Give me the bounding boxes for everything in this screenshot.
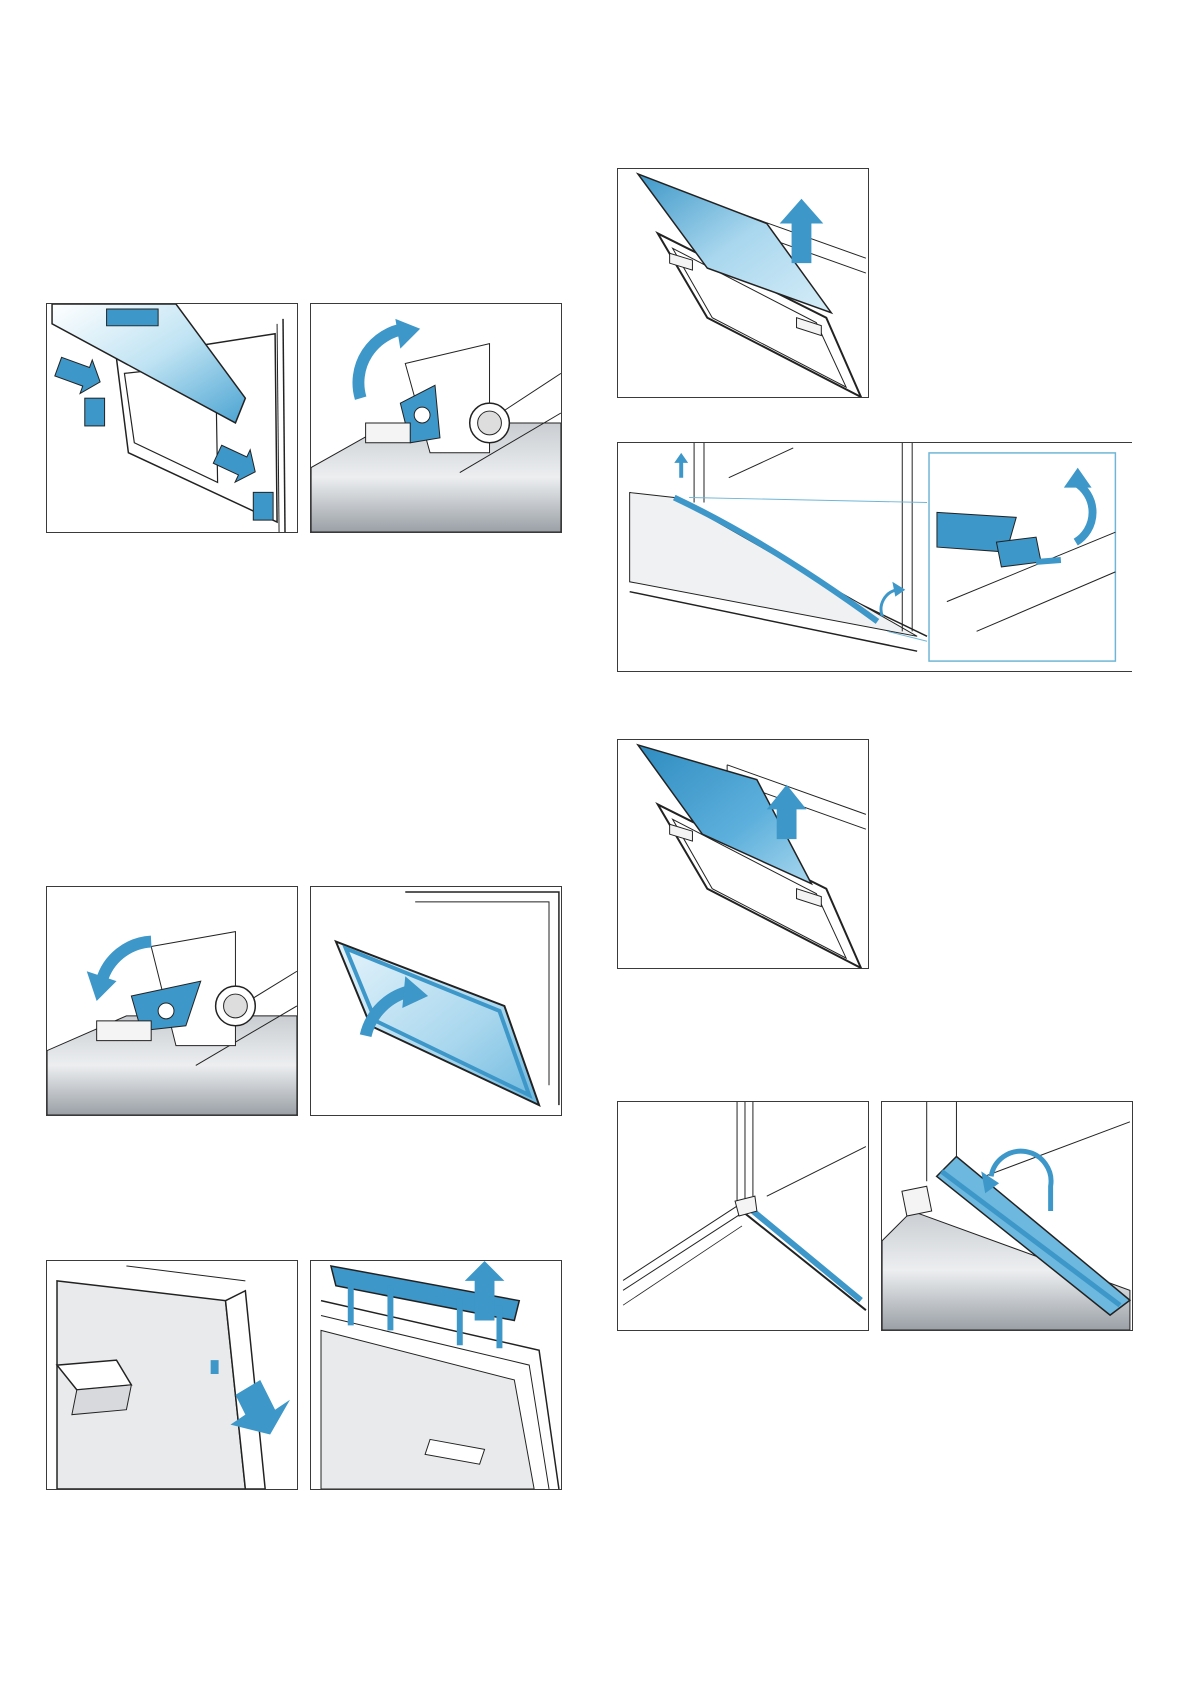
inner-glass-lift-out-icon bbox=[618, 169, 868, 397]
hinge-lever-rotate-up-icon bbox=[311, 304, 561, 532]
door-cover-lift-off-icon bbox=[311, 1261, 561, 1489]
door-cover-clip-on-icon bbox=[882, 1102, 1132, 1330]
inner-glass-insert-icon bbox=[618, 740, 868, 968]
hinge-lever-rotate-down-icon bbox=[47, 887, 297, 1115]
illustration-door-close bbox=[310, 886, 562, 1116]
illustration-inner-glass-lift bbox=[617, 168, 869, 398]
door-seal-removal-detail-icon bbox=[618, 443, 1132, 671]
door-corner-seal-icon bbox=[618, 1102, 868, 1330]
door-close-arrow-icon bbox=[311, 887, 561, 1115]
illustration-hinge-lever-up bbox=[310, 303, 562, 533]
illustration-door-cover-clip bbox=[881, 1101, 1133, 1331]
illustration-hinge-lever-down bbox=[46, 886, 298, 1116]
illustration-door-cover-lift bbox=[310, 1260, 562, 1490]
door-hinge-insert-icon bbox=[47, 304, 297, 532]
illustration-door-side-press bbox=[46, 1260, 298, 1490]
door-side-press-button-icon bbox=[47, 1261, 297, 1489]
illustration-door-seal-detail bbox=[617, 442, 1132, 672]
illustration-door-corner-seal bbox=[617, 1101, 869, 1331]
illustration-inner-glass-insert bbox=[617, 739, 869, 969]
illustration-door-hinge-insert bbox=[46, 303, 298, 533]
